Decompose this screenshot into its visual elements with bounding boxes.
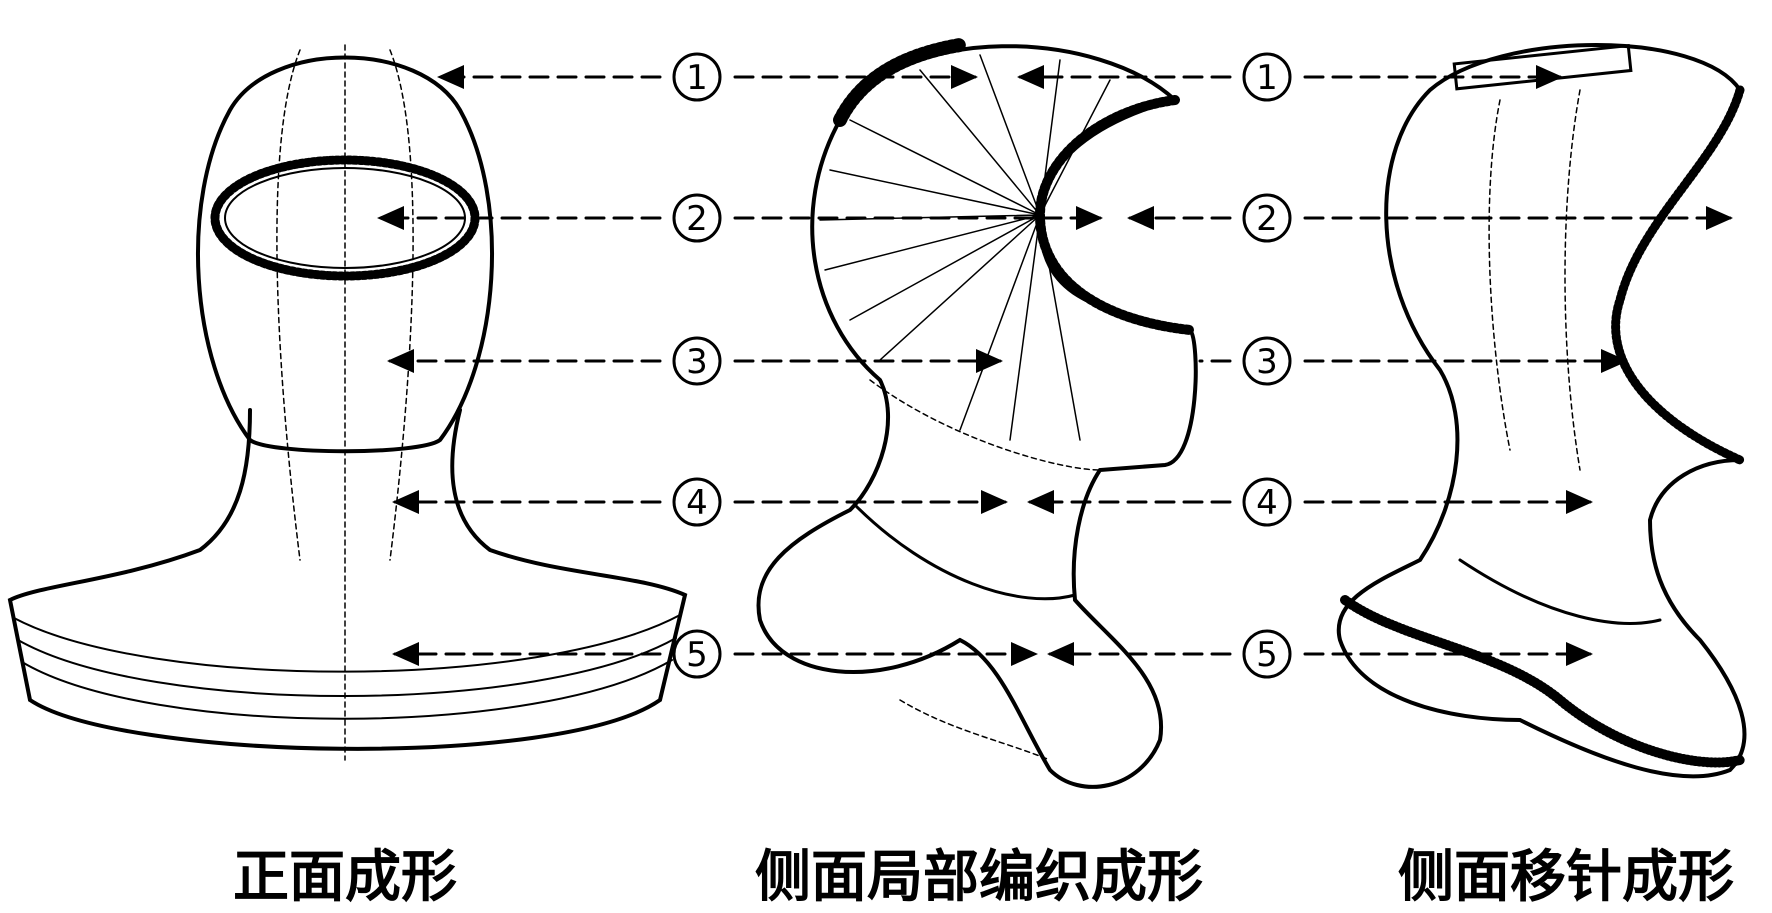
marker-4: 4	[1256, 483, 1278, 523]
side-partial-knit-balaclava	[756, 38, 1198, 789]
markers-left	[672, 52, 722, 679]
marker-2: 2	[1256, 199, 1278, 239]
marker-5: 5	[686, 635, 708, 675]
marker-1: 1	[686, 58, 708, 98]
marker-3: 3	[1256, 342, 1278, 382]
marker-4: 4	[686, 483, 708, 523]
caption-side-partial: 侧面局部编织成形	[755, 844, 1203, 910]
marker-2: 2	[686, 199, 708, 239]
marker-1: 1	[1256, 58, 1278, 98]
front-view-balaclava	[7, 44, 688, 761]
marker-5: 5	[1256, 635, 1278, 675]
caption-front: 正面成形	[233, 844, 457, 910]
level-arrows	[377, 65, 1733, 666]
marker-3: 3	[686, 342, 708, 382]
markers-right	[1242, 52, 1292, 679]
caption-side-transfer: 侧面移针成形	[1398, 844, 1734, 910]
side-transfer-balaclava	[1336, 43, 1747, 779]
